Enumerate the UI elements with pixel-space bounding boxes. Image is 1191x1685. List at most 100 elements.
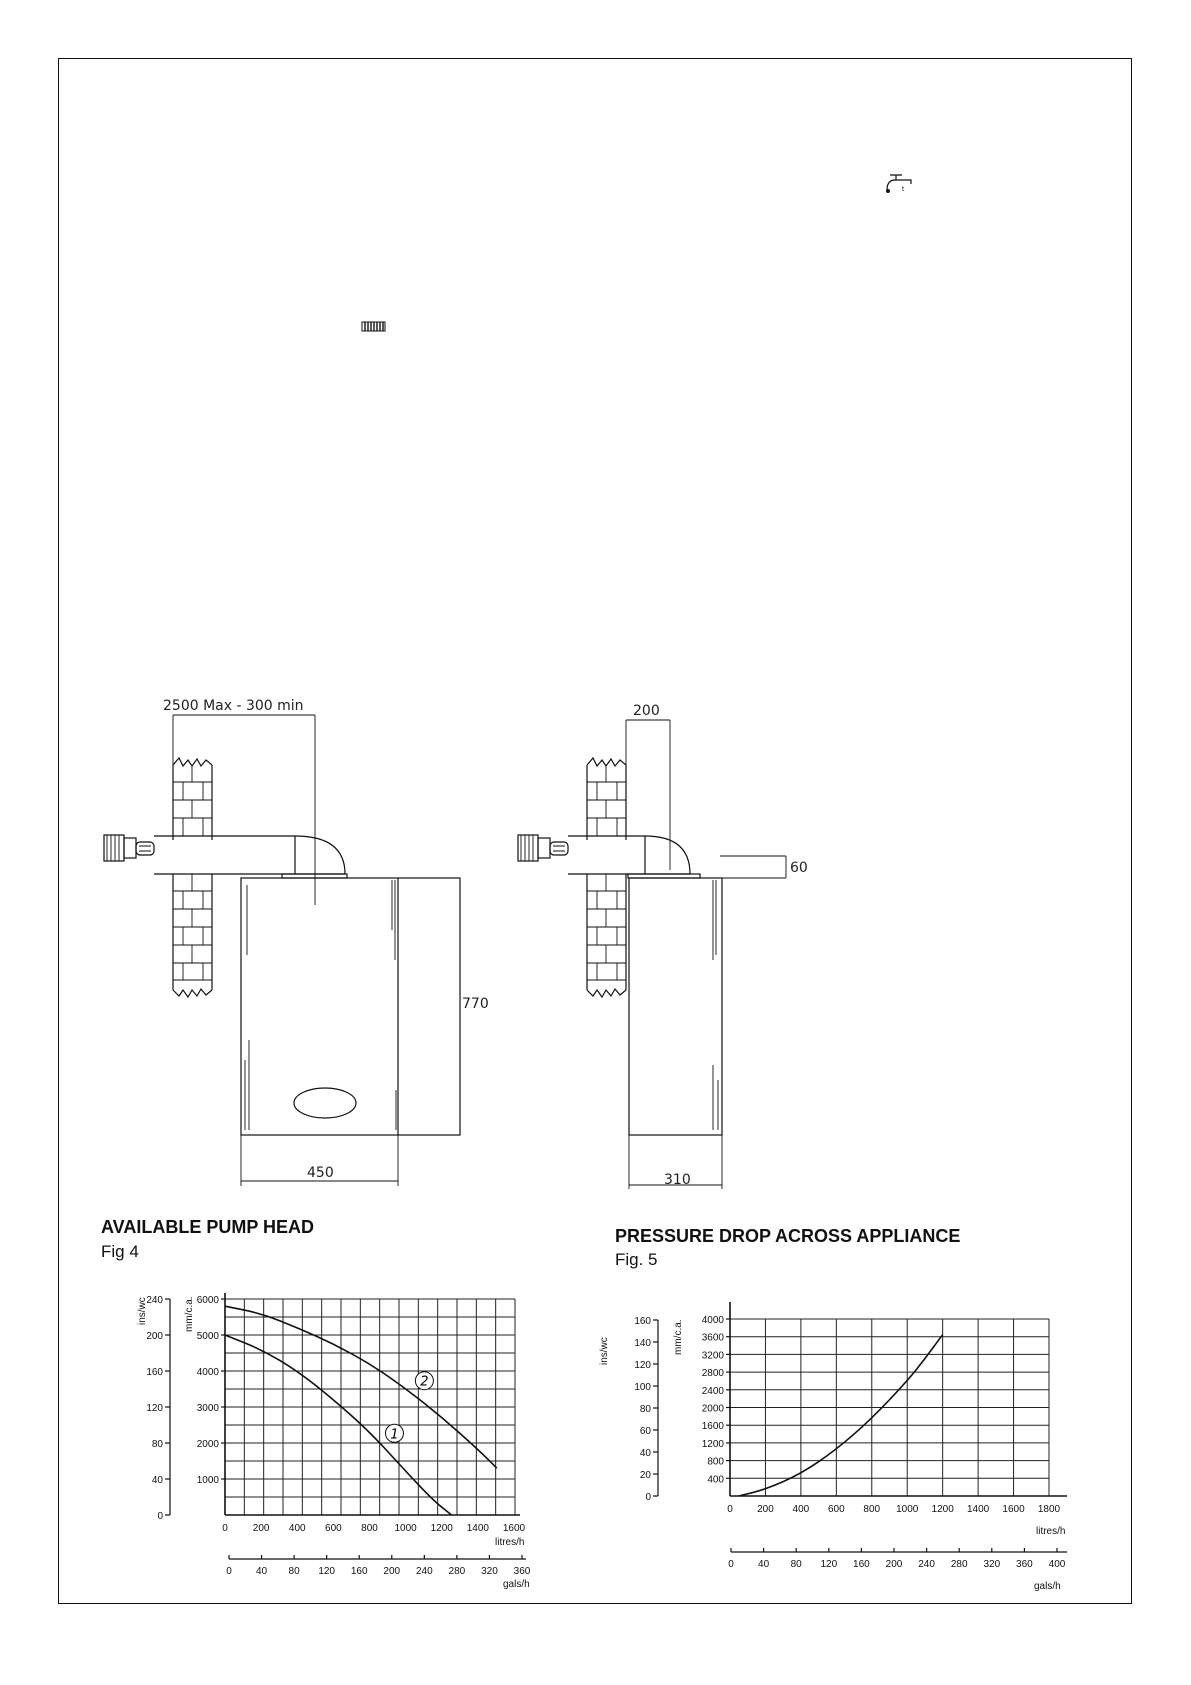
- secondary-y-tick-label: 0: [157, 1511, 163, 1522]
- secondary-x-tick-label: 0: [728, 1559, 734, 1570]
- x-tick-label: 600: [828, 1504, 845, 1515]
- x-tick-label: 1400: [967, 1504, 990, 1515]
- secondary-x-tick-label: 160: [351, 1566, 368, 1577]
- y-tick-label: 5000: [197, 1331, 220, 1342]
- y-tick-label: 800: [707, 1457, 724, 1468]
- secondary-x-tick-label: 360: [514, 1566, 531, 1577]
- fig4-label: Fig 4: [101, 1242, 139, 1261]
- fig5-gals-unit: gals/h: [1034, 1581, 1061, 1592]
- y-tick-label: 2000: [197, 1439, 220, 1450]
- wall-lower-left: [172, 874, 213, 999]
- secondary-x-tick-label: 40: [758, 1559, 770, 1570]
- secondary-x-tick-label: 240: [416, 1566, 433, 1577]
- installation-drawing-left: 2500 Max - 300 min 770 450: [103, 698, 489, 1186]
- secondary-y-tick-label: 200: [146, 1331, 163, 1342]
- secondary-y-tick-label: 140: [634, 1338, 651, 1349]
- secondary-x-tick-label: 160: [853, 1559, 870, 1570]
- installation-drawing-right: 200 60 310: [517, 703, 808, 1189]
- secondary-x-tick-label: 200: [383, 1566, 400, 1577]
- y-tick-label: 1600: [702, 1421, 725, 1432]
- x-tick-label: 200: [757, 1504, 774, 1515]
- secondary-y-tick-label: 100: [634, 1382, 651, 1393]
- series-line-1: [224, 1334, 453, 1516]
- secondary-y-tick-label: 80: [640, 1404, 652, 1415]
- y-tick-label: 6000: [197, 1295, 220, 1306]
- series-label-2: 2: [420, 1375, 428, 1390]
- x-tick-label: 800: [361, 1523, 378, 1534]
- wall-upper-left: [172, 756, 213, 840]
- secondary-y-tick-label: 120: [146, 1403, 163, 1414]
- fig5-label: Fig. 5: [615, 1250, 658, 1269]
- secondary-x-tick-label: 40: [256, 1566, 268, 1577]
- secondary-y-tick-label: 80: [152, 1439, 164, 1450]
- secondary-y-tick-label: 0: [645, 1492, 651, 1503]
- series-line-2: [224, 1305, 498, 1469]
- secondary-y-tick-label: 240: [146, 1295, 163, 1306]
- wall-lower-right: [586, 874, 627, 999]
- fig4-gals-unit: gals/h: [503, 1579, 530, 1590]
- dim-depth-label: 310: [664, 1172, 691, 1188]
- x-tick-label: 1000: [896, 1504, 919, 1515]
- x-tick-label: 800: [863, 1504, 880, 1515]
- x-tick-label: 1200: [932, 1504, 955, 1515]
- x-tick-label: 1400: [467, 1523, 490, 1534]
- x-tick-label: 600: [325, 1523, 342, 1534]
- x-tick-label: 1600: [1002, 1504, 1025, 1515]
- series-line-1: [738, 1334, 944, 1497]
- y-tick-label: 4000: [702, 1315, 725, 1326]
- secondary-y-tick-label: 160: [634, 1316, 651, 1327]
- y-tick-label: 2800: [702, 1368, 725, 1379]
- pressure-drop-grid: [729, 1302, 1067, 1497]
- x-tick-label: 0: [222, 1523, 228, 1534]
- radiator-icon: [361, 321, 386, 332]
- y-tick-label: 2000: [702, 1404, 725, 1415]
- fig5-title: PRESSURE DROP ACROSS APPLIANCE: [615, 1226, 960, 1246]
- x-tick-label: 1000: [395, 1523, 418, 1534]
- secondary-x-tick-label: 120: [318, 1566, 335, 1577]
- dim-flue-label: 2500 Max - 300 min: [163, 698, 304, 714]
- fig4-litres-unit: litres/h: [495, 1537, 524, 1548]
- fig4-title: AVAILABLE PUMP HEAD: [101, 1217, 314, 1237]
- secondary-x-tick-label: 80: [791, 1559, 803, 1570]
- tap-icon: t: [886, 174, 912, 193]
- fig5-litres-unit: litres/h: [1036, 1526, 1065, 1537]
- x-tick-label: 400: [289, 1523, 306, 1534]
- secondary-x-tick-label: 280: [449, 1566, 466, 1577]
- wall-upper-right: [586, 756, 627, 840]
- x-tick-label: 200: [253, 1523, 270, 1534]
- secondary-x-tick-label: 80: [289, 1566, 301, 1577]
- y-tick-label: 1200: [702, 1439, 725, 1450]
- fig5-mm-unit: mm/c.a.: [673, 1319, 684, 1355]
- dim-top-label: 60: [790, 860, 808, 876]
- dim-offset-label: 200: [633, 703, 660, 719]
- secondary-y-tick-label: 20: [640, 1470, 652, 1481]
- secondary-y-tick-label: 160: [146, 1367, 163, 1378]
- y-tick-label: 3200: [702, 1350, 725, 1361]
- dim-width-label: 450: [307, 1165, 334, 1181]
- x-tick-label: 0: [727, 1504, 733, 1515]
- secondary-x-tick-label: 320: [481, 1566, 498, 1577]
- secondary-y-tick-label: 120: [634, 1360, 651, 1371]
- y-tick-label: 400: [707, 1474, 724, 1485]
- series-marker-2: [414, 1371, 434, 1391]
- secondary-x-tick-label: 280: [951, 1559, 968, 1570]
- x-tick-label: 400: [793, 1504, 810, 1515]
- x-tick-label: 1200: [431, 1523, 454, 1534]
- pump-head-grid: [224, 1293, 520, 1516]
- series-label-1: 1: [390, 1427, 398, 1442]
- fig4-mm-unit: mm/c.a.: [184, 1296, 195, 1332]
- fig4-ins-unit: ins/wc: [137, 1297, 148, 1325]
- y-tick-label: 3000: [197, 1403, 220, 1414]
- secondary-x-tick-label: 120: [820, 1559, 837, 1570]
- pressure-drop-curves: [738, 1334, 944, 1497]
- secondary-x-tick-label: 320: [983, 1559, 1000, 1570]
- pump-head-curves: 12: [224, 1305, 498, 1516]
- fig5-ins-unit: ins/wc: [599, 1337, 610, 1365]
- y-tick-label: 1000: [197, 1475, 220, 1486]
- y-tick-label: 3600: [702, 1333, 725, 1344]
- y-tick-label: 2400: [702, 1386, 725, 1397]
